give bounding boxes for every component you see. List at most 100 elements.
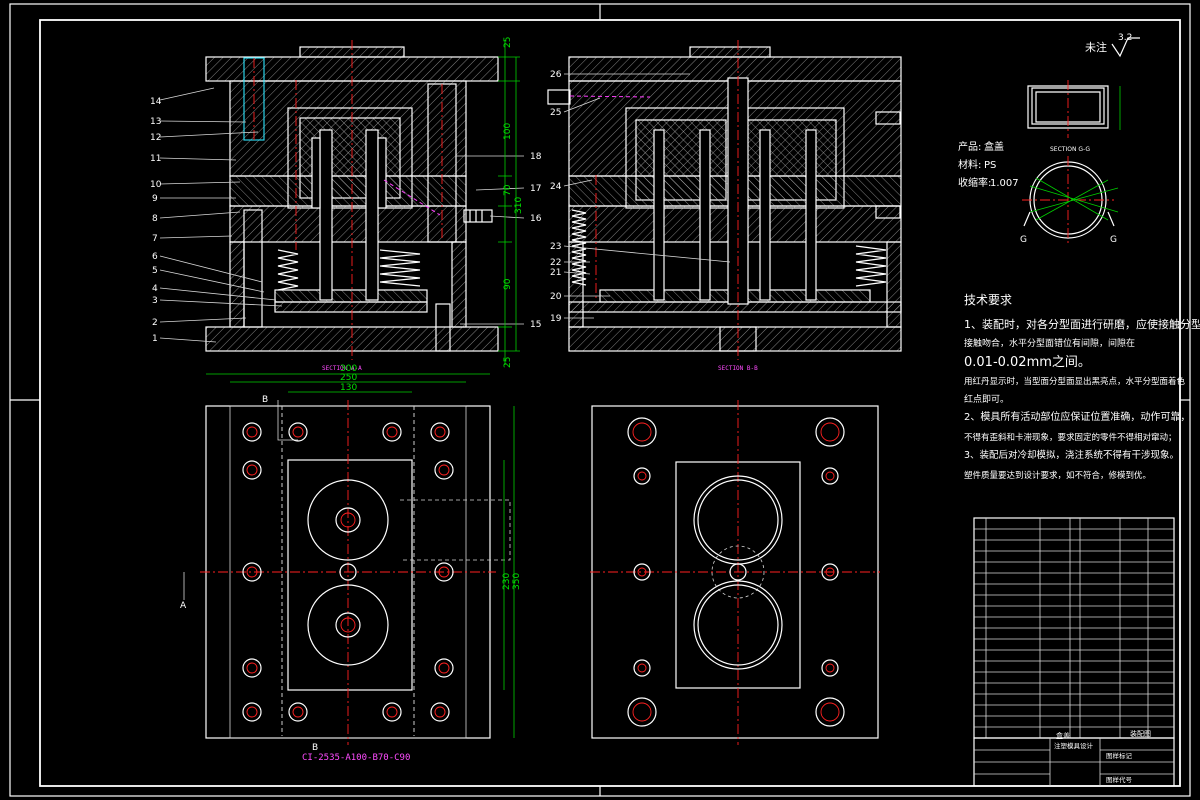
mold-base-code: CI-2535-A100-B70-C90 — [302, 753, 410, 763]
bolt-hole — [633, 563, 651, 581]
plan-view-left — [200, 400, 511, 745]
tech-title: 技术要求 — [964, 293, 1012, 307]
bolt-hole — [633, 659, 651, 677]
bolt-hole — [242, 658, 262, 678]
section-view-aa — [205, 40, 499, 360]
callout-17: 17 — [530, 184, 541, 194]
bolt-hole — [821, 467, 839, 485]
plan-right-holes — [627, 417, 845, 727]
bolt-hole — [633, 467, 651, 485]
bolt-hole — [434, 460, 454, 480]
bolt-hole-inner — [820, 702, 840, 722]
part-callouts-left: 14 13 12 11 10 9 8 7 6 5 4 3 2 1 18 17 1… — [150, 87, 542, 344]
product-name: 盒盖 — [984, 140, 1004, 153]
material-label: 材料: — [958, 158, 981, 171]
callout-12: 12 — [150, 133, 161, 143]
bolt-hole — [821, 563, 839, 581]
title-product: 盒盖 — [1056, 731, 1070, 740]
callout-9: 9 — [152, 194, 158, 204]
title-block: 盒盖 注塑模具设计 装配图 图样标记 图样代号 — [973, 729, 1175, 787]
section-mark-g-left: G — [1020, 235, 1027, 245]
plan-view-right — [590, 400, 880, 745]
shrink-value: 1.007 — [990, 178, 1019, 189]
surface-note-label: 未注 — [1085, 40, 1107, 54]
callout-22: 22 — [550, 258, 561, 268]
tech-line-9: 塑件质量要达到设计要求，如不符合，修模到优。 — [964, 470, 1151, 481]
bolt-hole-inner — [637, 663, 647, 673]
title-text: 注塑模具设计 — [1054, 741, 1094, 750]
bolt-hole-inner — [246, 426, 258, 438]
bolt-hole — [242, 422, 262, 442]
section-mark-b-bottom: B — [312, 743, 318, 753]
roughness-value: 3.2 — [1118, 33, 1132, 43]
dim-25-top: 25 — [503, 37, 513, 48]
bolt-hole — [242, 562, 262, 582]
tech-line-1: 1、装配时，对各分型面进行研磨，应使接触分型面 — [964, 317, 1200, 331]
dim-70: 70 — [503, 184, 513, 196]
bolt-hole-inner — [632, 422, 652, 442]
callout-10: 10 — [150, 180, 162, 190]
product-name-label: 产品: — [958, 140, 981, 153]
bolt-hole-inner — [637, 567, 647, 577]
bolt-hole — [430, 702, 450, 722]
bolt-hole-inner — [246, 464, 258, 476]
bolt-hole — [815, 697, 845, 727]
bolt-hole — [434, 562, 454, 582]
tech-line-7: 不得有歪斜和卡滞现象，要求固定的零件不得相对窜动； — [964, 432, 1177, 443]
callout-21: 21 — [550, 268, 561, 278]
section-view-bb — [547, 40, 902, 360]
drawing-frame — [9, 3, 1191, 797]
bolt-hole — [242, 460, 262, 480]
bolt-hole-inner — [386, 426, 398, 438]
bolt-hole — [434, 658, 454, 678]
bolt-hole-inner — [292, 426, 304, 438]
tech-line-4: 用红丹显示时，当型面分型面显出黑亮点，水平分型面着色 — [964, 376, 1186, 387]
tech-line-5: 红点即可。 — [964, 393, 1009, 405]
tech-line-2: 接触吻合，水平分型面错位有间隙，间隙在 — [964, 337, 1135, 349]
callout-8: 8 — [152, 214, 158, 224]
bolt-hole-inner — [825, 567, 835, 577]
vertical-dimensions: 25 100 70 310 90 25 — [498, 37, 524, 368]
section-label-bb: SECTION B-B — [718, 365, 758, 372]
dim-25-bottom: 25 — [503, 357, 513, 368]
section-mark-b-top: B — [262, 395, 268, 405]
bolt-hole-inner — [825, 663, 835, 673]
bolt-hole-inner — [434, 706, 446, 718]
callout-3: 3 — [152, 296, 158, 306]
section-mark-a: A — [180, 601, 187, 611]
technical-requirements: 技术要求 1、装配时，对各分型面进行研磨，应使接触分型面 接触吻合，水平分型面错… — [964, 293, 1200, 481]
material-value: PS — [984, 160, 996, 171]
dim-100: 100 — [503, 123, 513, 140]
callout-23: 23 — [550, 242, 561, 252]
plan-left-dims: 300 250 130 230 350 A B B CI-2535-A100-B… — [180, 364, 522, 763]
callout-7: 7 — [152, 234, 158, 244]
callout-5: 5 — [152, 266, 158, 276]
bolt-hole-inner — [386, 706, 398, 718]
bolt-hole — [382, 422, 402, 442]
section-label-aa: SECTION A-A — [322, 365, 362, 372]
callout-13: 13 — [150, 117, 161, 127]
section-gg: SECTION G-G G G — [1020, 80, 1121, 245]
bolt-hole-inner — [632, 702, 652, 722]
product-info: 产品: 盒盖 材料: PS 收缩率: 1.007 — [958, 140, 1019, 189]
part-callouts-right: 26 25 24 23 22 21 20 19 — [550, 70, 731, 324]
bolt-hole — [288, 702, 308, 722]
callout-26: 26 — [550, 70, 562, 80]
section-mark-g-right: G — [1110, 235, 1117, 245]
bolt-hole-inner — [438, 464, 450, 476]
bolt-hole-inner — [820, 422, 840, 442]
title-assembly: 装配图 — [1130, 729, 1151, 738]
bom-table — [973, 517, 1175, 739]
bolt-hole-inner — [434, 426, 446, 438]
callout-1: 1 — [152, 334, 158, 344]
bolt-hole — [382, 702, 402, 722]
dim-90: 90 — [503, 278, 513, 290]
callout-11: 11 — [150, 154, 161, 164]
title-drawing-no: 图样标记 — [1106, 751, 1133, 760]
bolt-hole — [821, 659, 839, 677]
tech-line-8: 3、装配后对冷却模拟，浇注系统不得有干涉现象。 — [964, 449, 1179, 461]
callout-2: 2 — [152, 318, 158, 328]
bolt-hole — [430, 422, 450, 442]
callout-24: 24 — [550, 182, 562, 192]
